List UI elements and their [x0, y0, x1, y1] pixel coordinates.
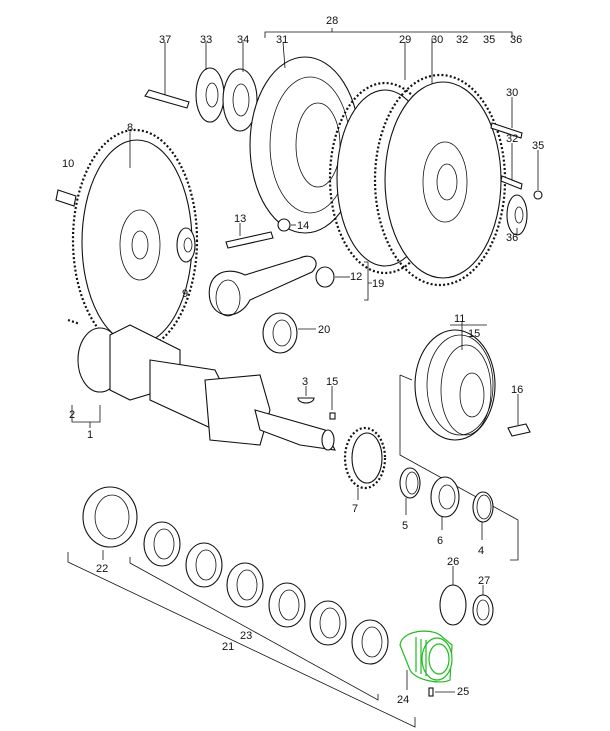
part-32-bolt[interactable] [500, 143, 523, 190]
part-16-bolt[interactable] [507, 394, 531, 437]
label-23[interactable]: 23 [240, 630, 252, 642]
label-11[interactable]: 11 [454, 313, 465, 325]
part-34-plate[interactable] [222, 42, 258, 132]
part-24-intermediate-shaft-bearing[interactable] [399, 630, 453, 690]
label-29[interactable]: 29 [399, 34, 411, 46]
label-7[interactable]: 7 [352, 503, 358, 515]
part-35-nut[interactable] [533, 150, 543, 200]
label-5[interactable]: 5 [402, 520, 408, 532]
label-36[interactable]: 36 [510, 34, 522, 46]
part-22-thrust-bearing[interactable] [82, 486, 138, 560]
part-30-bolt[interactable] [490, 97, 523, 139]
part-5-ring[interactable] [399, 467, 421, 515]
part-number-labels: 28 37 33 34 31 29 30 32 35 36 30 32 35 3… [62, 15, 544, 706]
part-27-washer[interactable] [472, 585, 494, 626]
label-30[interactable]: 30 [506, 87, 518, 99]
label-28[interactable]: 28 [326, 15, 338, 27]
bracket-21 [67, 552, 416, 728]
label-33[interactable]: 33 [200, 34, 212, 46]
label-35[interactable]: 35 [483, 34, 495, 46]
part-15-pin[interactable] [329, 386, 336, 420]
label-22[interactable]: 22 [96, 563, 108, 575]
part-26-o-ring[interactable] [439, 566, 467, 626]
label-35[interactable]: 35 [532, 140, 544, 152]
part-33-plate[interactable] [195, 42, 225, 123]
label-13[interactable]: 13 [234, 213, 246, 225]
label-12[interactable]: 12 [350, 271, 362, 283]
label-31[interactable]: 31 [276, 34, 288, 46]
label-21[interactable]: 21 [222, 641, 234, 653]
label-30[interactable]: 30 [431, 34, 443, 46]
part-8-flywheel[interactable] [71, 128, 199, 352]
part-1-crankshaft[interactable] [67, 318, 336, 451]
label-4[interactable]: 4 [478, 545, 484, 557]
label-34[interactable]: 34 [237, 34, 249, 46]
label-8[interactable]: 8 [127, 122, 133, 134]
part-13-bolt[interactable] [225, 223, 274, 249]
label-9[interactable]: 9 [182, 288, 188, 300]
part-19-connecting-rod[interactable] [208, 255, 372, 317]
part-20-bearing-shell[interactable] [262, 312, 316, 354]
part-14-nut[interactable] [277, 218, 296, 232]
part-10-bolt[interactable] [55, 189, 77, 207]
label-36[interactable]: 36 [506, 232, 518, 244]
part-9-bearing[interactable] [176, 227, 196, 263]
label-15[interactable]: 15 [326, 376, 338, 388]
label-37[interactable]: 37 [159, 34, 171, 46]
part-37-bolt[interactable] [144, 42, 190, 109]
label-20[interactable]: 20 [318, 324, 330, 336]
label-27[interactable]: 27 [478, 575, 490, 587]
label-10[interactable]: 10 [62, 158, 74, 170]
part-25-pin[interactable] [428, 687, 455, 697]
label-26[interactable]: 26 [447, 556, 459, 568]
label-16[interactable]: 16 [511, 384, 523, 396]
part-4-ring[interactable] [472, 491, 494, 540]
label-24[interactable]: 24 [397, 694, 409, 706]
label-32[interactable]: 32 [506, 133, 518, 145]
label-15[interactable]: 15 [468, 328, 480, 340]
part-7-gear[interactable] [343, 426, 387, 500]
label-2[interactable]: 2 [69, 409, 75, 421]
label-1[interactable]: 1 [87, 429, 93, 441]
label-25[interactable]: 25 [457, 686, 469, 698]
part-11-pulley[interactable] [399, 322, 519, 561]
label-6[interactable]: 6 [437, 535, 443, 547]
label-14[interactable]: 14 [297, 220, 309, 232]
part-3-key[interactable] [297, 386, 315, 404]
part-6-sprocket[interactable] [430, 476, 460, 530]
label-32[interactable]: 32 [456, 34, 468, 46]
label-3[interactable]: 3 [302, 376, 308, 388]
label-19[interactable]: 19 [372, 278, 384, 290]
part-23-bearing-shells[interactable] [129, 521, 389, 701]
part-36-bearing[interactable] [506, 194, 528, 236]
part-12-bushing[interactable] [315, 266, 350, 288]
